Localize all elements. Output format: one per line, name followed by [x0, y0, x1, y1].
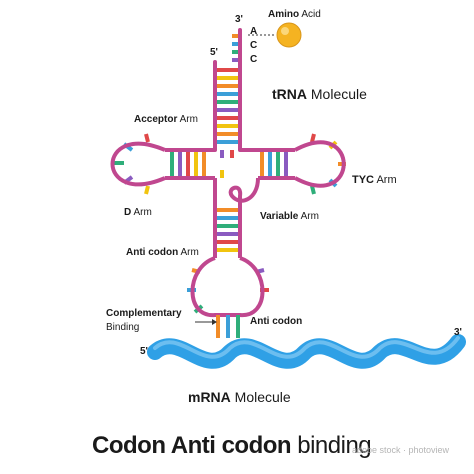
d-loop: [110, 141, 166, 187]
complementary-label: Complementary: [106, 308, 182, 319]
tyc-loop: [294, 140, 346, 188]
trna-molecule-label: tRNA Molecule: [272, 86, 367, 102]
terminal-base-c2: C: [250, 54, 258, 65]
watermark: adobe stock · photoview: [352, 445, 450, 455]
terminal-base-a: A: [250, 26, 258, 37]
mrna-5prime-end: 5': [140, 346, 148, 357]
tyc-arm-label: TΥC Arm: [352, 174, 397, 186]
amino-acid-highlight: [281, 27, 289, 35]
base-pairs: [114, 34, 346, 314]
complementary-arrowhead: [212, 319, 217, 325]
anticodon-loop: [190, 256, 265, 318]
trna-3prime-end: 3': [235, 14, 243, 25]
anticodon-label: Anti codon: [250, 316, 303, 327]
mrna-helix-highlight: [153, 336, 460, 359]
diagram-title: Codon Anti codon binding: [92, 432, 372, 459]
binding-label: Binding: [106, 322, 140, 333]
variable-loop: [228, 177, 260, 205]
mrna-molecule-label: mRNA Molecule: [188, 389, 291, 405]
d-loop-base: [144, 133, 150, 143]
tyc-loop-base: [310, 185, 316, 195]
d-arm-label: D Arm: [124, 207, 152, 218]
d-loop-base: [144, 185, 150, 195]
anticodon-arm-label: Anti codon Arm: [126, 247, 199, 258]
amino-acid-label: Amino Acid: [268, 9, 321, 20]
mrna-helix: [147, 334, 466, 369]
amino-acid-ball: [276, 22, 302, 48]
variable-arm-label: Variable Arm: [260, 211, 319, 222]
trna-5prime-end: 5': [210, 47, 218, 58]
terminal-base-c1: C: [250, 40, 258, 51]
mrna-3prime-end: 3': [454, 327, 462, 338]
acceptor-arm-label: Acceptor Arm: [134, 114, 198, 125]
tyc-loop-base: [310, 133, 316, 143]
